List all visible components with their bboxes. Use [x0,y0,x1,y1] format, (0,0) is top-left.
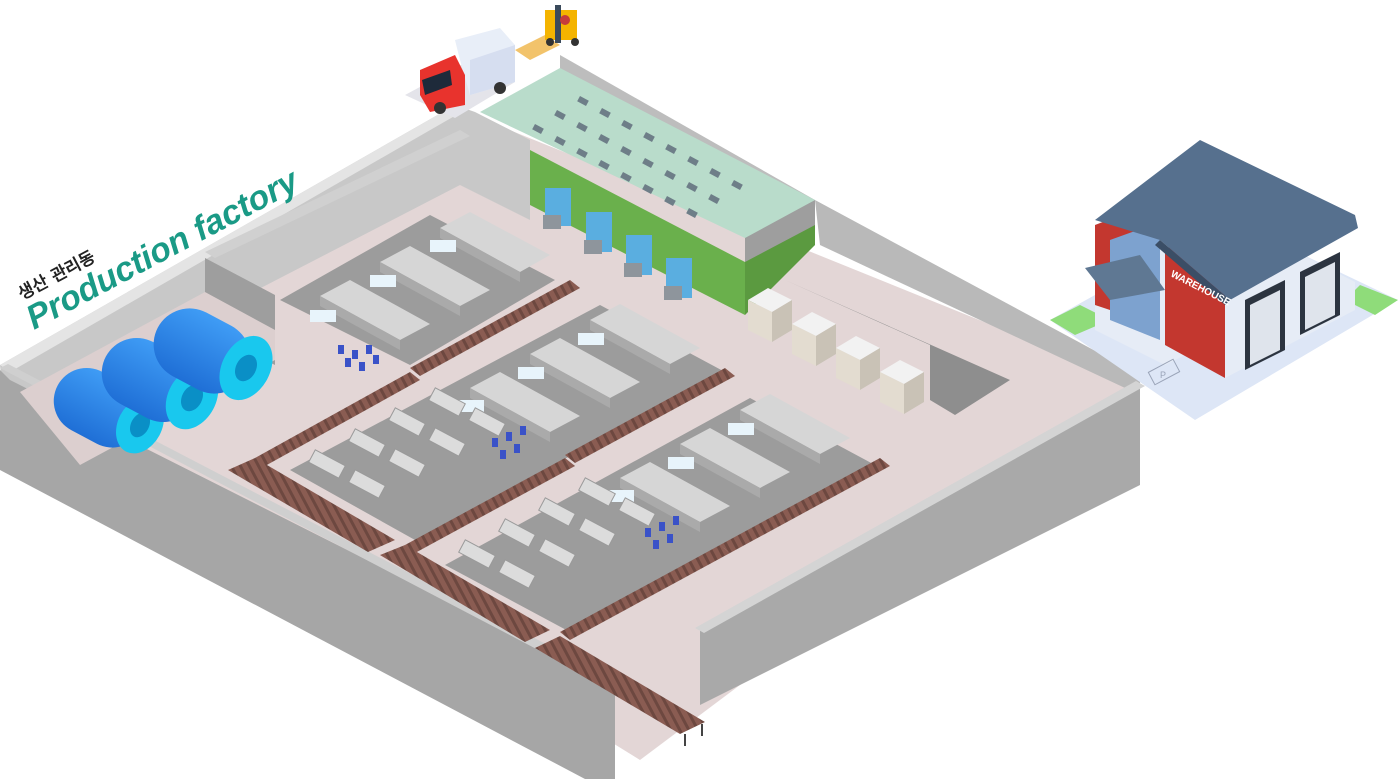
work-benches-middle [308,387,506,499]
factory-back-wall-right [815,200,1140,395]
factory-front-wall-left [0,370,615,779]
loading-ramp [785,280,1010,415]
processing-line-8 [668,428,790,498]
processing-line-4 [578,304,700,374]
warehouse-building: WAREHOUSE P [1050,140,1398,420]
lab-cabinets [543,188,692,300]
factory-front-wall-left-top [0,364,615,686]
sample-bottles-middle [492,426,526,459]
conveyor-4 [405,458,575,553]
work-benches-bottom [458,477,656,589]
warehouse-doors [1245,252,1340,370]
production-zone-bottom [445,394,875,632]
cabinet-3 [836,336,880,390]
conveyor-9 [535,636,705,734]
cabinet-2 [792,312,836,366]
production-zone-middle [290,304,725,540]
cabinet-4 [880,360,924,414]
delivery-truck-icon [405,28,515,118]
conveyor-6 [560,545,730,640]
factory-back-wall-left [0,105,530,440]
factory-front-wall-right-top [695,381,1145,633]
tank-room [20,292,275,465]
parking-mark: P [1160,370,1166,380]
equipment-cabinets [748,280,1010,415]
conveyor-system [228,280,890,746]
factory-wall-top-left [0,105,465,372]
forklift-icon [515,5,579,60]
conveyor-8 [380,545,550,642]
processing-line-5 [518,338,640,408]
sample-bottles-bottom [645,516,679,549]
lab-skylights [532,96,743,218]
conveyor-7 [228,458,395,552]
conveyor-2 [255,372,420,466]
sample-bottles [338,345,379,371]
processing-line-1 [430,212,550,282]
green-lab-room [480,68,815,315]
storage-tank-3 [153,308,273,401]
production-zone-top [280,212,555,371]
processing-line-2 [370,246,490,316]
processing-line-7 [728,394,850,464]
factory-front-wall-right [700,385,1140,705]
processing-line-3 [310,280,430,350]
cabinet-1 [748,288,792,342]
lab-roof [480,68,815,238]
warehouse-roof [1095,140,1358,300]
conveyor-5 [720,458,890,553]
conveyor-1 [410,280,580,376]
conveyor-3 [565,368,735,463]
partition-wall-tanks-top [205,130,470,258]
